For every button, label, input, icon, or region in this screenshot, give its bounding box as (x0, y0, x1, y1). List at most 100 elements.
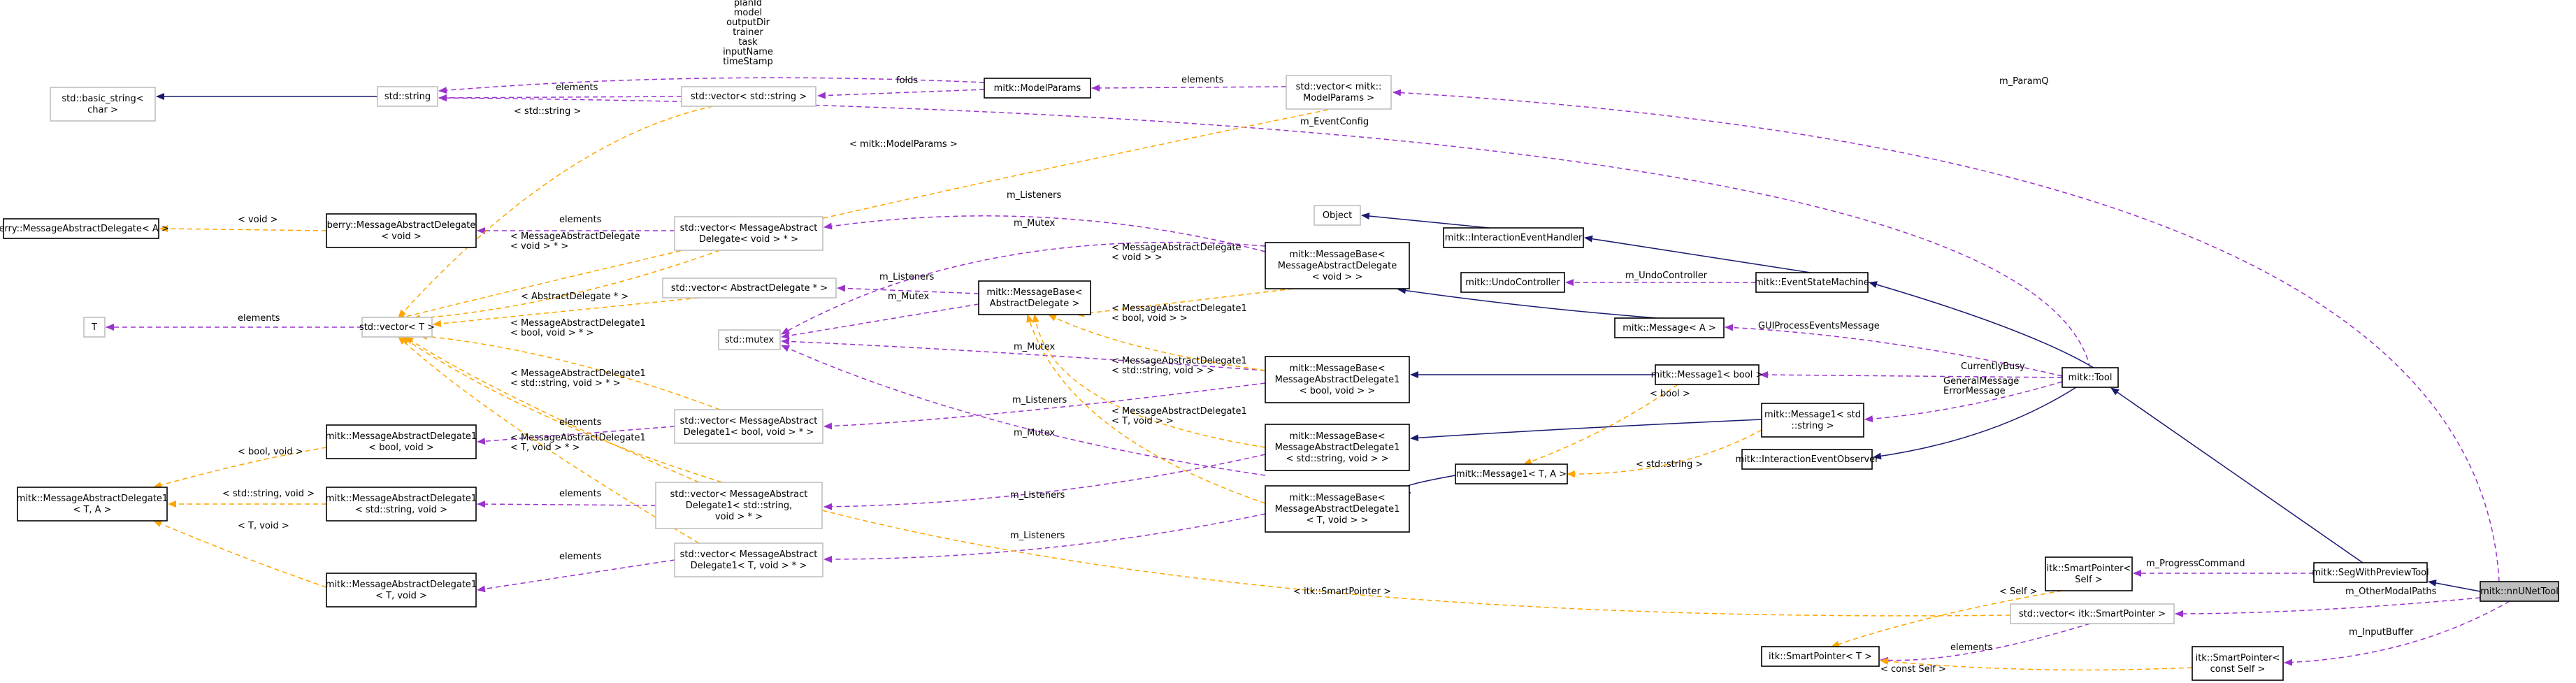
class-node-msg1str[interactable]: mitk::Message1< std::string > (1761, 403, 1864, 438)
class-node-tool[interactable]: mitk::Tool (2061, 367, 2119, 388)
edge-tpl-msg1str-msg1TA (1567, 429, 1762, 478)
class-node-mbstr[interactable]: mitk::MessageBase<MessageAbstractDelegat… (1265, 424, 1410, 471)
class-node-vecT[interactable]: std::vector< T > (359, 317, 435, 338)
class-node-spcSelf[interactable]: itk::SmartPointer<const Self > (2192, 646, 2284, 681)
class-node-vecstring[interactable]: std::vector< std::string > (681, 86, 816, 107)
class-node-box (326, 487, 477, 522)
class-node-nnunet[interactable]: mitk::nnUNetTool (2480, 581, 2559, 602)
class-node-mad1T[interactable]: mitk::MessageAbstractDelegate1< T, void … (326, 573, 477, 607)
edge-vecstrd-mad1str (477, 501, 656, 508)
edge-vecsp-spT (1880, 623, 2091, 664)
class-node-label: mitk::MessageAbstractDelegate1 (326, 431, 477, 442)
class-node-T[interactable]: T (83, 317, 106, 338)
class-node-mad1str[interactable]: mitk::MessageAbstractDelegate1< std::str… (326, 487, 477, 522)
edge-label-mad-void-ptr: < MessageAbstractDelegate (510, 231, 640, 242)
class-node-label: itk::SmartPointer< (2196, 653, 2280, 663)
class-node-label: mitk::Tool (2068, 373, 2113, 383)
class-node-box (1265, 356, 1410, 403)
class-node-vecsp[interactable]: std::vector< itk::SmartPointer > (2010, 603, 2175, 624)
class-node-bmad[interactable]: berry::MessageAbstractDelegate< void > (326, 213, 477, 248)
edge-label-mad1-str-void: < std::string, void > > (1111, 366, 1214, 376)
class-node-string[interactable]: std::string (377, 86, 438, 107)
class-node-mbvoid[interactable]: mitk::MessageBase<MessageAbstractDelegat… (1265, 242, 1410, 289)
edge-label-m-othermodalpaths: m_OtherModalPaths (2345, 587, 2437, 597)
class-node-label: ModelParams > (1303, 93, 1374, 103)
class-node-mad1TA[interactable]: mitk::MessageAbstractDelegate1< T, A > (17, 487, 168, 522)
class-node-label: mitk::InteractionEventObserver (1735, 454, 1879, 465)
class-node-esm[interactable]: mitk::EventStateMachine (1755, 272, 1869, 293)
edge-label-m-listeners: m_Listeners (1007, 190, 1061, 201)
edge-label-bool-tpl: < bool > (1650, 389, 1690, 399)
class-node-spT[interactable]: itk::SmartPointer< T > (1761, 646, 1880, 667)
class-node-vecTd[interactable]: std::vector< MessageAbstractDelegate1< T… (674, 542, 823, 577)
class-node-object[interactable]: Object (1314, 205, 1361, 226)
class-node-mutex[interactable]: std::mutex (718, 329, 781, 350)
class-node-msg1bool[interactable]: mitk::Message1< bool > (1651, 364, 1764, 385)
edge-tpl-spSelf-spT (1831, 590, 2063, 648)
edge-label-std-string-tpl: < std::string > (514, 106, 581, 117)
edge-label-m-mutex: m_Mutex (1014, 342, 1055, 352)
class-node-label: mitk::Message< A > (1622, 323, 1716, 333)
edge-tpl-msg1bool-msg1TA (1523, 384, 1678, 465)
class-node-label: < T, A > (73, 505, 111, 515)
edge-mbT-mutex (781, 345, 1266, 476)
edge-m-othermodalpaths (2175, 597, 2481, 617)
edge-label-m-paramq: m_ParamQ (1999, 76, 2049, 87)
class-node-mbad[interactable]: mitk::MessageBase<AbstractDelegate > (978, 280, 1091, 315)
edge-label-guiprocesseventsmessage: GUIProcessEventsMessage (1758, 321, 1880, 331)
class-node-modelparams[interactable]: mitk::ModelParams (984, 78, 1091, 99)
class-node-label: T (91, 322, 97, 333)
class-node-msg1TA[interactable]: mitk::Message1< T, A > (1455, 463, 1568, 484)
edge-label-m-mutex: m_Mutex (1014, 218, 1055, 229)
edge-label-self-tpl: < Self > (1999, 587, 2038, 597)
class-node-box (377, 86, 438, 107)
class-node-box (2192, 646, 2284, 681)
class-node-vecmp[interactable]: std::vector< mitk::ModelParams > (1286, 75, 1392, 110)
class-node-undoctl[interactable]: mitk::UndoController (1460, 272, 1565, 293)
class-node-mbbool[interactable]: mitk::MessageBase<MessageAbstractDelegat… (1265, 356, 1410, 403)
edge-label-m-eventconfig: m_EventConfig (1300, 117, 1369, 127)
class-node-vecbool[interactable]: std::vector< MessageAbstractDelegate1< b… (674, 409, 823, 444)
class-node-vecvoid[interactable]: std::vector< MessageAbstractDelegate< vo… (674, 216, 823, 251)
class-node-ieo[interactable]: mitk::InteractionEventObserver (1735, 449, 1879, 470)
class-node-label: mitk::nnUNetTool (2480, 587, 2559, 597)
class-node-label: mitk::ModelParams (994, 83, 1081, 94)
class-node-label: std::vector< MessageAbstract (680, 549, 818, 560)
class-node-label: itk::SmartPointer< (2047, 563, 2131, 574)
class-node-berry[interactable]: berry::MessageAbstractDelegate< A > (0, 218, 169, 239)
edge-label-void-tpl: < void > (238, 215, 278, 225)
class-node-ieh[interactable]: mitk::InteractionEventHandler (1443, 227, 1584, 248)
class-node-label: Delegate1< T, void > * > (691, 561, 807, 571)
class-node-mbT[interactable]: mitk::MessageBase<MessageAbstractDelegat… (1265, 485, 1410, 533)
class-node-box (1286, 75, 1392, 110)
edge-label-mad-void-void: < MessageAbstractDelegate (1111, 243, 1242, 253)
class-node-box (655, 482, 823, 529)
edge-tpl-vecbool-vecT (419, 333, 721, 410)
edge-mbvoid-listeners (823, 215, 1266, 252)
class-node-box (1455, 463, 1568, 484)
edge-tpl-bmad-berry (159, 225, 327, 233)
edge-label-m-listeners: m_Listeners (1010, 531, 1065, 541)
class-node-spSelf[interactable]: itk::SmartPointer<Self > (2045, 556, 2133, 591)
class-node-label: mitk::SegWithPreviewTool (2312, 568, 2429, 578)
class-node-label: std::vector< MessageAbstract (680, 416, 818, 426)
edge-mbstr-listeners (823, 454, 1266, 510)
class-node-vecad[interactable]: std::vector< AbstractDelegate * > (662, 278, 837, 299)
class-node-label: itk::SmartPointer< T > (1769, 652, 1872, 662)
edge-m-paramq (1393, 89, 2500, 582)
class-node-label: < std::string, void > (355, 505, 447, 515)
edge-ieh-esm (1584, 235, 1811, 273)
class-node-label: ::string > (1791, 421, 1834, 431)
class-node-box (326, 424, 477, 459)
class-node-segwith[interactable]: mitk::SegWithPreviewTool (2312, 562, 2429, 583)
class-node-label: Delegate1< std::string, (686, 501, 793, 511)
class-node-vecstrd[interactable]: std::vector< MessageAbstractDelegate1< s… (655, 482, 823, 529)
class-node-box (326, 213, 477, 248)
class-node-msgA[interactable]: mitk::Message< A > (1614, 317, 1725, 338)
class-node-basicstr[interactable]: std::basic_string<char > (50, 87, 156, 122)
class-node-mad1bool[interactable]: mitk::MessageAbstractDelegate1< bool, vo… (326, 424, 477, 459)
class-node-box (1265, 485, 1410, 533)
edge-label-mad-void-ptr: < void > * > (510, 241, 568, 252)
edge-label-t-void-tpl: < T, void > (238, 521, 289, 531)
class-node-label: MessageAbstractDelegate (1278, 261, 1397, 271)
